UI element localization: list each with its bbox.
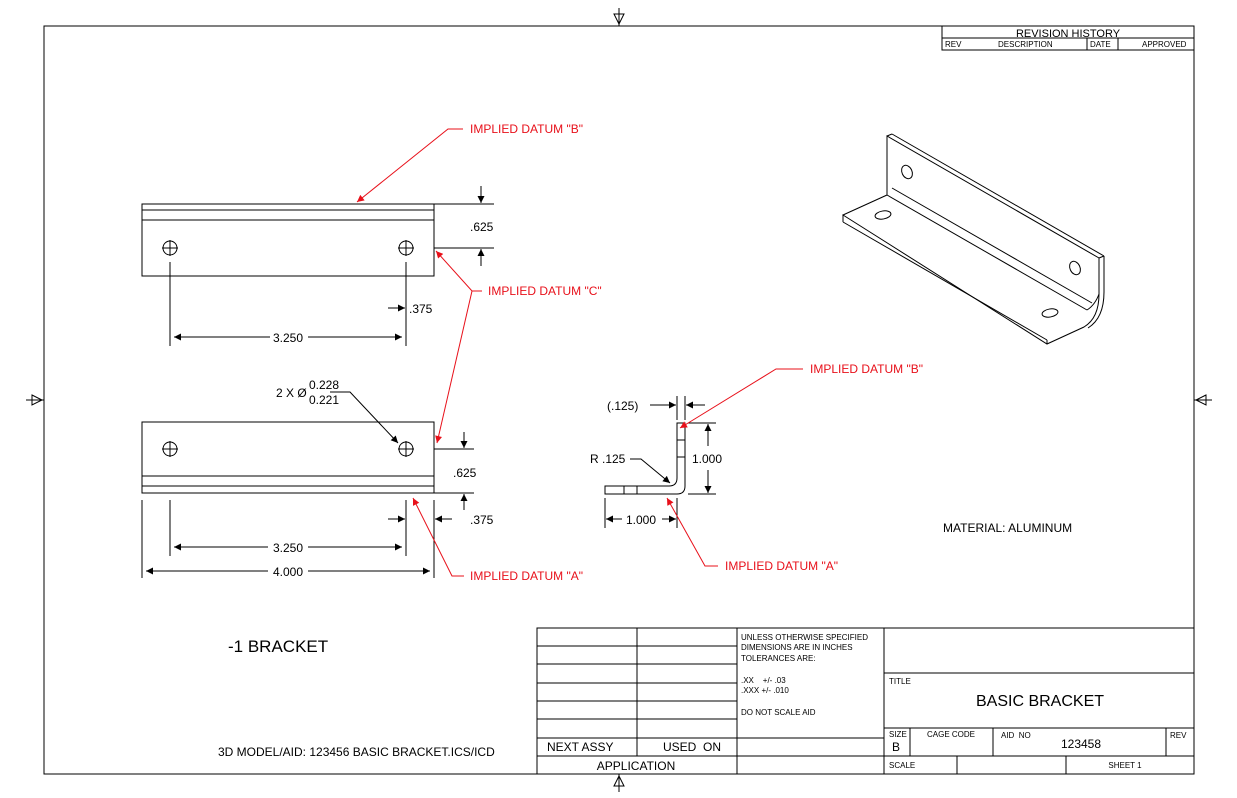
model-reference: 3D MODEL/AID: 123456 BASIC BRACKET.ICS/I… [218,745,495,759]
iso-hole-3 [874,210,892,220]
hole-callout-min: 0.221 [309,393,339,407]
aid-no-value: 123458 [1061,737,1101,751]
part-label: -1 BRACKET [228,637,328,656]
title-label: TITLE [889,677,911,686]
size-label: SIZE [889,730,907,739]
rev-label: REV [1170,731,1187,740]
application-label: APPLICATION [597,759,675,773]
centering-marks [26,8,1212,792]
used-on-label: USED ON [663,740,721,754]
approved-column-header: APPROVED [1142,40,1187,49]
hole-callout-prefix: 2 X Ø [276,386,307,400]
iso-hole-2 [1069,260,1081,276]
tolerance-xxx: .XXX +/- .010 [741,686,789,695]
revision-history-title: REVISION HISTORY [1016,28,1121,40]
tolerance-line-1: UNLESS OTHERWISE SPECIFIED [741,633,868,642]
datum-leaders [356,128,803,577]
size-value: B [892,740,900,754]
tolerance-line-3: TOLERANCES ARE: [741,654,816,663]
front-view [141,391,474,578]
hole-callout-max: 0.228 [309,378,339,392]
front-view-hole-left [162,441,178,457]
title-value: BASIC BRACKET [976,693,1104,710]
iso-hole-1 [901,164,913,180]
rev-column-header: REV [945,40,962,49]
thickness-dim: (.125) [607,399,638,413]
top-height-dim: .625 [470,220,494,234]
datum-b-right-label: IMPLIED DATUM "B" [810,362,923,376]
cage-code-label: CAGE CODE [927,730,975,739]
datum-a-left-label: IMPLIED DATUM "A" [470,569,583,583]
leg-height-dim: 1.000 [692,452,722,466]
revision-history-block: REVISION HISTORY REV DESCRIPTION DATE AP… [941,25,1195,51]
scale-label: SCALE [889,761,915,770]
top-view [141,186,494,346]
aid-no-label: AID NO [1001,731,1031,740]
isometric-view [841,133,1105,345]
radius-dim: R .125 [590,452,626,466]
description-column-header: DESCRIPTION [998,40,1053,49]
leg-width-dim: 1.000 [626,513,656,527]
do-not-scale-note: DO NOT SCALE AID [741,708,816,717]
material-note: MATERIAL: ALUMINUM [943,521,1072,535]
bottom-3250-dim: 3.250 [273,541,303,555]
tolerance-xx: .XX +/- .03 [741,676,786,685]
bottom-4000-dim: 4.000 [273,565,303,579]
title-block [536,627,1195,775]
date-column-header: DATE [1090,40,1111,49]
top-3250-dim: 3.250 [273,331,303,345]
top-view-hole-right [398,240,414,256]
datum-a-right-label: IMPLIED DATUM "A" [725,559,838,573]
front-view-outline [141,421,435,494]
sheet-label: SHEET 1 [1108,761,1142,770]
next-assy-label: NEXT ASSY [547,740,613,754]
bottom-375-dim: .375 [470,513,494,527]
bottom-height-dim: .625 [453,466,477,480]
top-view-hole-left [162,240,178,256]
top-view-outline [141,203,435,277]
datum-b-top-label: IMPLIED DATUM "B" [470,122,583,136]
tolerance-line-2: DIMENSIONS ARE IN INCHES [741,643,853,652]
datum-c-label: IMPLIED DATUM "C" [488,284,602,298]
iso-hole-4 [1041,308,1059,318]
front-view-hole-right [398,441,414,457]
top-375-dim: .375 [409,302,433,316]
